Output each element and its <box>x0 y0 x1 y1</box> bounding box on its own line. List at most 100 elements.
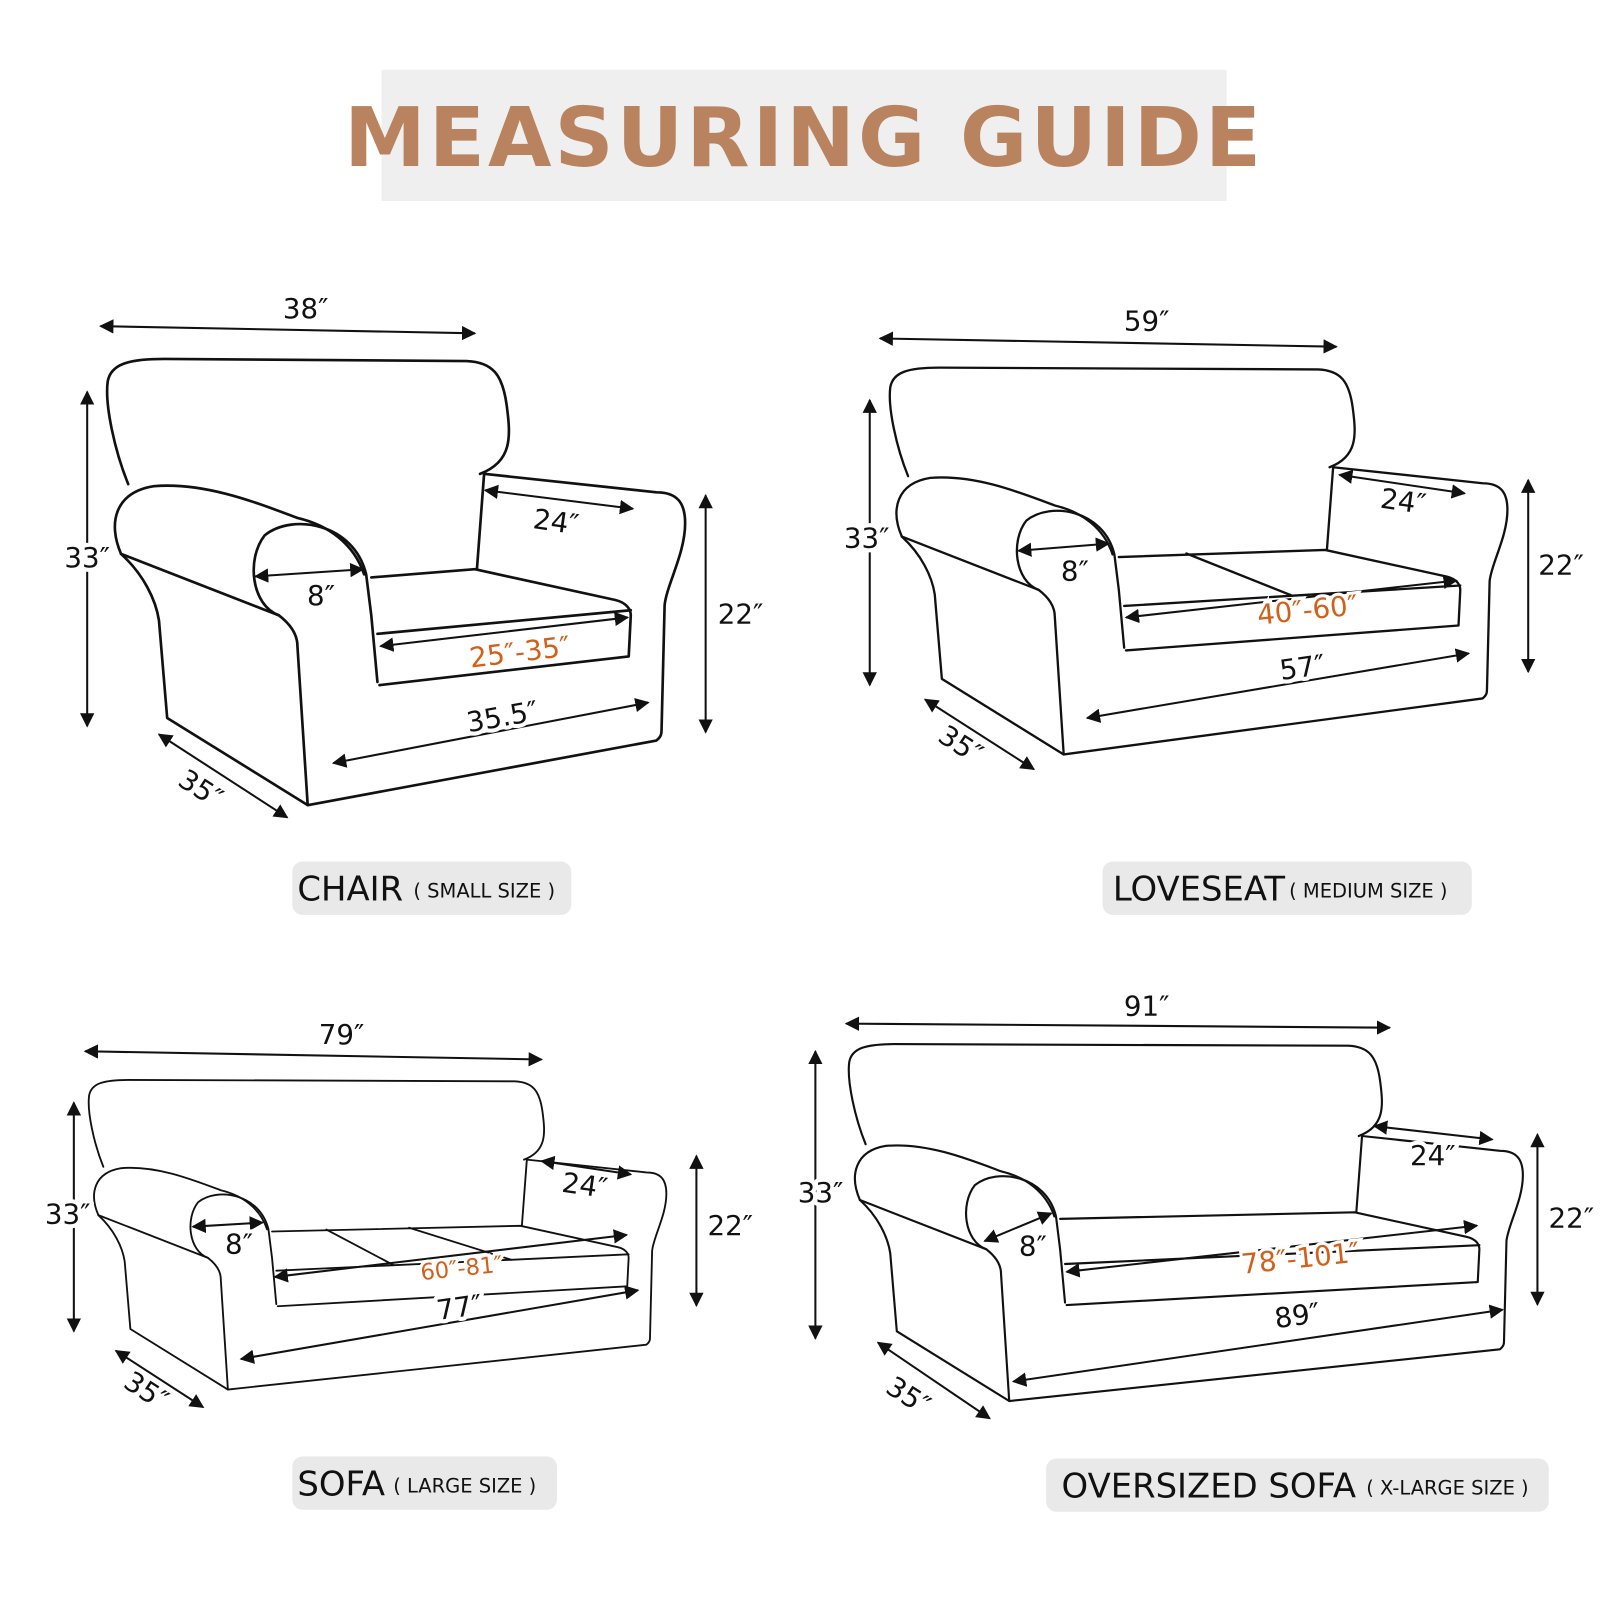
backrest <box>87 1078 545 1168</box>
arm-height-label: 22″ <box>1538 548 1584 581</box>
panel-loveseat: 59″ 33″ 22″ 24″ 8″ 40″-60″ 57″ 35″ LOVES… <box>840 300 1588 915</box>
body <box>900 466 1509 756</box>
arm-width-label: 8″ <box>225 1227 253 1260</box>
cushion-divider <box>1185 552 1294 597</box>
width-label: 79″ <box>319 1018 365 1051</box>
panel-sofa: 79″ 33″ 22″ 24″ 8″ 60″-81″ 77″ 35″ SOFA (… <box>41 1014 757 1510</box>
seat-range-arrow <box>1124 574 1458 624</box>
arm-width-label: 8″ <box>1019 1229 1047 1262</box>
arm-length-label: 24″ <box>531 502 581 541</box>
title-banner <box>381 69 1227 202</box>
left-arm-roll <box>252 522 379 684</box>
size-name: OVERSIZED SOFA <box>1062 1466 1356 1505</box>
width-arrow <box>99 319 477 341</box>
size-caption: OVERSIZED SOFA ( X-LARGE SIZE ) <box>1062 1466 1529 1505</box>
size-name: SOFA <box>297 1464 385 1503</box>
size-note: ( X-LARGE SIZE ) <box>1366 1476 1528 1499</box>
left-arm <box>853 1144 1056 1218</box>
arm-length-label: 24″ <box>560 1166 610 1205</box>
sofa-drawing <box>87 1078 668 1391</box>
size-pill <box>1046 1458 1549 1512</box>
depth-label: 35″ <box>933 718 989 770</box>
left-arm <box>895 476 1114 556</box>
size-name: LOVESEAT <box>1113 870 1286 909</box>
arm-width-arrow <box>1017 537 1111 557</box>
left-arm-front <box>900 535 1065 756</box>
depth-label: 35″ <box>173 762 229 814</box>
arm-length-arrow <box>1338 469 1467 499</box>
seat-range-label: 40″-60″ <box>1256 588 1360 631</box>
left-arm-front <box>97 1214 229 1391</box>
left-arm-front <box>858 1198 1011 1403</box>
depth-arrow <box>114 1349 205 1409</box>
arm-width-arrow <box>983 1211 1053 1243</box>
seat-front-arrow <box>1085 648 1471 723</box>
arm-length-arrow <box>1372 1120 1494 1146</box>
left-arm <box>93 1166 268 1231</box>
chair-drawing <box>105 357 687 807</box>
loveseat-drawing <box>888 366 1509 756</box>
size-pill <box>1102 861 1472 915</box>
height-label: 33″ <box>798 1176 844 1209</box>
body <box>119 472 687 807</box>
width-arrow <box>844 1016 1392 1035</box>
arm-width-arrow <box>191 1216 264 1234</box>
size-caption: CHAIR ( SMALL SIZE ) <box>297 870 555 909</box>
arm-length-label: 24″ <box>1378 482 1428 521</box>
left-arm-front <box>119 552 310 807</box>
seat-front-arrow <box>1011 1304 1504 1387</box>
height-label: 33″ <box>64 541 110 574</box>
size-name: CHAIR <box>297 870 403 909</box>
width-arrow <box>83 1044 543 1067</box>
cushion-divider <box>325 1228 395 1267</box>
arm-width-label: 8″ <box>307 579 335 612</box>
seat-range-label: 60″-81″ <box>419 1252 504 1286</box>
seat-range-arrow <box>379 611 630 652</box>
depth-label: 35″ <box>118 1364 174 1416</box>
body <box>97 1158 668 1391</box>
backrest <box>888 366 1356 478</box>
seat-range-label: 25″-35″ <box>468 630 572 675</box>
arm-width-arrow <box>253 562 365 583</box>
size-note: ( MEDIUM SIZE ) <box>1289 879 1447 902</box>
size-pill <box>292 1456 557 1510</box>
seat-front-label: 35.5″ <box>464 694 541 739</box>
oversized-sofa-drawing <box>847 1043 1524 1403</box>
size-note: ( SMALL SIZE ) <box>413 879 555 902</box>
size-note: ( LARGE SIZE ) <box>393 1474 536 1497</box>
arm-width-label: 8″ <box>1061 555 1089 588</box>
width-label: 91″ <box>1124 989 1170 1022</box>
depth-arrow <box>157 733 289 819</box>
page-title: MEASURING GUIDE <box>344 91 1264 186</box>
width-label: 59″ <box>1124 304 1170 337</box>
arm-length-label: 24″ <box>1410 1139 1456 1172</box>
arm-height-label: 22″ <box>1548 1202 1594 1235</box>
seat-front-label: 77″ <box>434 1288 484 1327</box>
width-label: 38″ <box>283 292 329 325</box>
seat-front-arrow <box>331 697 650 768</box>
panel-chair: 38″ 33″ 22″ 24″ 8″ 25″-35″ 35.5″ 35″ CHA… <box>60 288 767 915</box>
arm-length-arrow <box>540 1155 633 1180</box>
panel-oversized-sofa: 91″ 33″ 22″ 24″ 8″ 78″-101″ 89″ 35″ OVER… <box>794 985 1598 1512</box>
size-caption: SOFA ( LARGE SIZE ) <box>297 1464 536 1503</box>
arm-height-label: 22″ <box>718 598 764 631</box>
height-label: 33″ <box>844 522 890 555</box>
body <box>858 1134 1524 1403</box>
seat-range-arrow <box>273 1229 629 1283</box>
size-pill <box>292 861 572 915</box>
depth-arrow <box>923 698 1036 771</box>
arm-height-label: 22″ <box>707 1209 753 1242</box>
size-caption: LOVESEAT( MEDIUM SIZE ) <box>1113 870 1448 909</box>
seat-front-label: 89″ <box>1272 1296 1322 1335</box>
depth-arrow <box>876 1341 991 1420</box>
seat-front-label: 57″ <box>1278 648 1328 687</box>
arm-length-arrow <box>483 484 635 515</box>
seat-range-label: 78″-101″ <box>1240 1236 1362 1281</box>
height-label: 33″ <box>45 1198 91 1231</box>
backrest <box>105 357 511 486</box>
left-arm <box>113 484 366 576</box>
width-arrow <box>878 331 1338 354</box>
left-arm-roll <box>964 1175 1067 1304</box>
